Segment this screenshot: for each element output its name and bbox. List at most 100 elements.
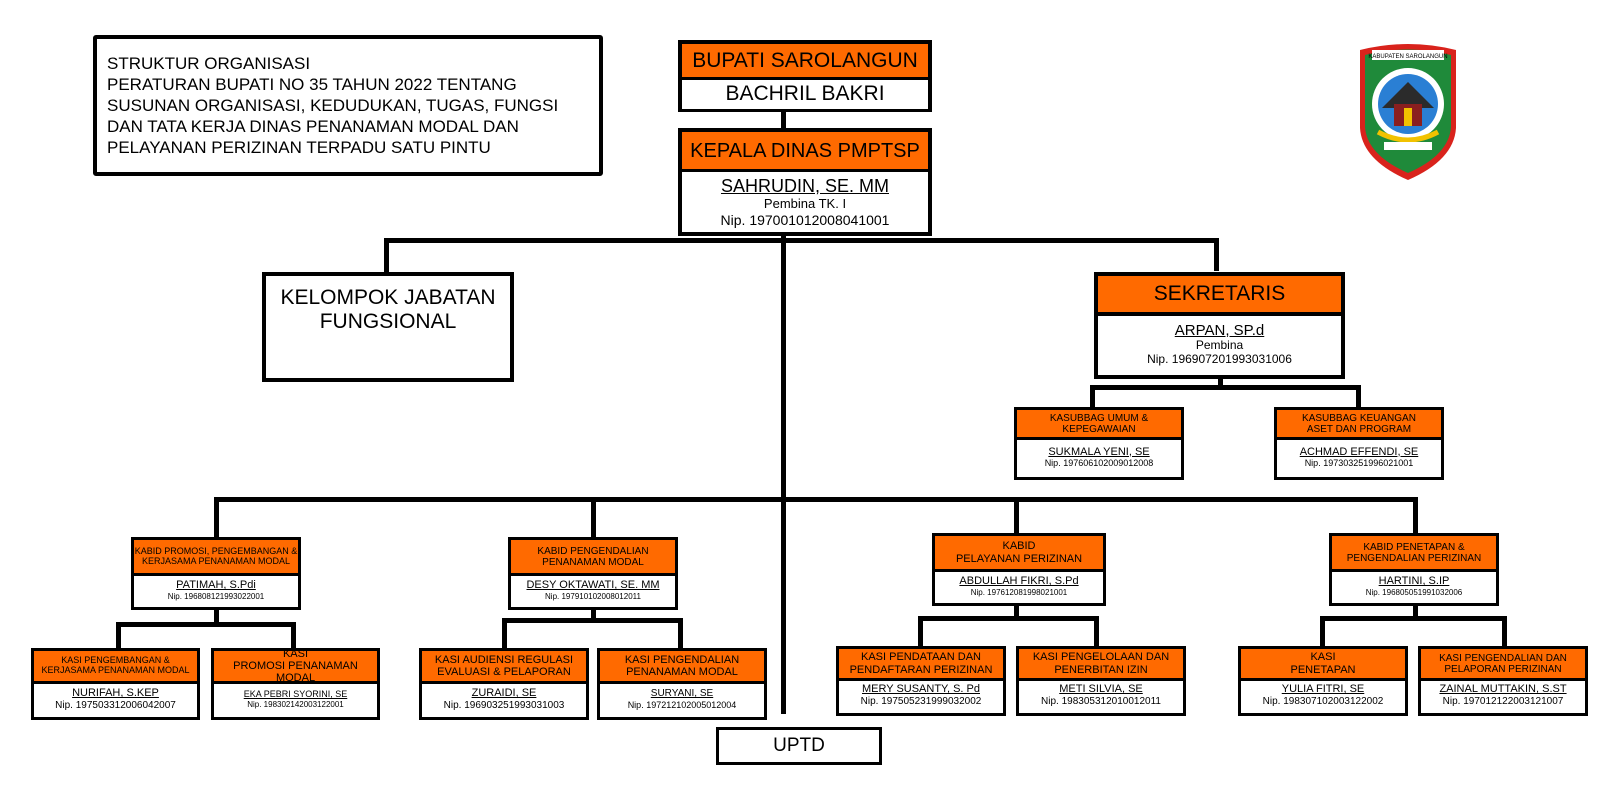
kasi-details: ZAINAL MUTTAKIN, S.ST Nip. 1970121220031… bbox=[1421, 681, 1585, 710]
kasubbag-details: SUKMALA YENI, SE Nip. 197606102009012008 bbox=[1017, 440, 1181, 474]
connector-bupati-kepala bbox=[781, 108, 786, 130]
kabid-title: KABID PENETAPAN & PENGENDALIAN PERIZINAN bbox=[1332, 536, 1496, 572]
kepala-rank: Pembina TK. I bbox=[763, 195, 847, 211]
bupati-name: BACHRIL BAKRI bbox=[682, 80, 928, 109]
kasi-title: KASI PENGEMBANGAN & KERJASAMA PENANAMAN … bbox=[34, 651, 197, 684]
kabid-details: ABDULLAH FIKRI, S.Pd Nip. 19761208199802… bbox=[935, 572, 1103, 600]
kasi-title-line: KASI AUDIENSI REGULASI bbox=[434, 653, 574, 666]
kasi-title-line: KASI bbox=[1310, 651, 1336, 664]
kasi-box: KASI AUDIENSI REGULASI EVALUASI & PELAPO… bbox=[419, 648, 589, 720]
uptd-box: UPTD bbox=[716, 727, 882, 765]
kasi-box: KASI PENGEMBANGAN & KERJASAMA PENANAMAN … bbox=[31, 648, 200, 720]
kabid-title-line: KERJASAMA PENANAMAN MODAL bbox=[141, 555, 291, 566]
kasi-details: ZURAIDI, SE Nip. 196903251993031003 bbox=[422, 684, 586, 714]
kasi-nip: Nip. 198305312010012011 bbox=[1041, 696, 1161, 708]
title-line: STRUKTUR ORGANISASI bbox=[107, 54, 311, 73]
kabid-title-line: KABID PENETAPAN & bbox=[1363, 541, 1465, 553]
kasi-title-line: KASI PENGENDALIAN DAN bbox=[1439, 652, 1567, 664]
connector-kasi-5-drop bbox=[918, 616, 923, 646]
kabid-box: KABID PENGENDALIAN PENANAMAN MODAL DESY … bbox=[508, 537, 678, 610]
connector-kasi-4-drop bbox=[678, 618, 683, 648]
kepala-title: KEPALA DINAS PMPTSP bbox=[682, 132, 928, 172]
title-line: PELAYANAN PERIZINAN TERPADU SATU PINTU bbox=[107, 138, 491, 157]
title-line: SUSUNAN ORGANISASI, KEDUDUKAN, TUGAS, FU… bbox=[107, 96, 559, 115]
kabid-title: KABID PELAYANAN PERIZINAN bbox=[935, 536, 1103, 572]
title-block: STRUKTUR ORGANISASI PERATURAN BUPATI NO … bbox=[93, 35, 603, 176]
kasi-nip: Nip. 198302142003122001 bbox=[247, 699, 344, 709]
connector-kasi-6-drop bbox=[1094, 616, 1099, 646]
kasi-details: EKA PEBRI SYORINI, SE Nip. 1983021420031… bbox=[214, 684, 377, 714]
kasi-box: KASI PROMOSI PENANAMAN MODAL EKA PEBRI S… bbox=[211, 648, 380, 720]
kasubbag-umum-box: KASUBBAG UMUM & KEPEGAWAIAN SUKMALA YENI… bbox=[1014, 407, 1184, 480]
kasi-nip: Nip. 198307102003122002 bbox=[1262, 696, 1384, 708]
connector-kasi-branch-2 bbox=[502, 618, 683, 623]
kasi-title: KASI PENDATAAN DAN PENDAFTARAN PERIZINAN bbox=[839, 649, 1003, 681]
kasi-name: EKA PEBRI SYORINI, SE bbox=[243, 689, 348, 700]
sekretaris-box: SEKRETARIS ARPAN, SP.d Pembina Nip. 1969… bbox=[1094, 272, 1345, 379]
bupati-box: BUPATI SAROLANGUN BACHRIL BAKRI bbox=[678, 40, 932, 112]
kabid-title-line: PENGENDALIAN PERIZINAN bbox=[1346, 552, 1482, 564]
connector-kabid-3-drop bbox=[1014, 497, 1019, 533]
kabid-box: KABID PROMOSI, PENGEMBANGAN & KERJASAMA … bbox=[131, 537, 301, 610]
kasi-title-line: KASI PENDATAAN DAN bbox=[860, 651, 981, 664]
connector-kasi-7-drop bbox=[1320, 616, 1325, 646]
kabid-title-line: PELAYANAN PERIZINAN bbox=[955, 552, 1083, 565]
kabid-nip: Nip. 197612081998021001 bbox=[970, 587, 1068, 597]
kabid-name: ABDULLAH FIKRI, S.Pd bbox=[959, 575, 1079, 588]
kabid-box: KABID PELAYANAN PERIZINAN ABDULLAH FIKRI… bbox=[932, 533, 1106, 606]
kasi-details: METI SILVIA, SE Nip. 198305312010012011 bbox=[1019, 681, 1183, 710]
kasi-nip: Nip. 197503312006042007 bbox=[55, 699, 176, 711]
kasi-nip: Nip. 196903251993031003 bbox=[443, 699, 565, 711]
connector-kasi-branch-4 bbox=[1320, 616, 1507, 621]
kabid-details: HARTINI, S.IP Nip. 196805051991032006 bbox=[1332, 572, 1496, 600]
kasi-name: YULIA FITRI, SE bbox=[1281, 683, 1365, 696]
kabid-title-line: KABID PROMOSI, PENGEMBANGAN & bbox=[134, 545, 298, 556]
kabid-title: KABID PROMOSI, PENGEMBANGAN & KERJASAMA … bbox=[134, 540, 298, 576]
kasubbag-nip: Nip. 197303251996021001 bbox=[1304, 458, 1414, 469]
kabid-title-line: KABID bbox=[1002, 540, 1036, 553]
kasi-title: KASI AUDIENSI REGULASI EVALUASI & PELAPO… bbox=[422, 651, 586, 684]
sekretaris-name: ARPAN, SP.d bbox=[1174, 321, 1265, 339]
kabid-title-line: KABID PENGENDALIAN bbox=[537, 545, 649, 557]
kasubbag-keuangan-box: KASUBBAG KEUANGAN ASET DAN PROGRAM ACHMA… bbox=[1274, 407, 1444, 480]
kasi-name: ZAINAL MUTTAKIN, S.ST bbox=[1439, 683, 1567, 696]
kasi-title-line: KASI PENGELOLAAN DAN bbox=[1032, 651, 1170, 664]
connector-kasubbag-2-drop bbox=[1356, 385, 1361, 407]
kasi-title: KASI PROMOSI PENANAMAN MODAL bbox=[214, 648, 377, 684]
kasi-nip: Nip. 197012122003121007 bbox=[1442, 696, 1564, 708]
kasubbag-title: KASUBBAG UMUM & KEPEGAWAIAN bbox=[1017, 410, 1181, 440]
sekretaris-nip: Nip. 196907201993031006 bbox=[1147, 351, 1292, 366]
kabid-name: PATIMAH, S.Pdi bbox=[176, 579, 256, 592]
kasubbag-title-line: KASUBBAG KEUANGAN bbox=[1302, 412, 1416, 424]
connector-kasi-3-drop bbox=[502, 618, 507, 648]
fungsional-box: KELOMPOK JABATAN FUNGSIONAL bbox=[262, 272, 514, 382]
kabid-nip: Nip. 196805051991032006 bbox=[1365, 587, 1463, 597]
connector-kasi-branch-3 bbox=[918, 616, 1099, 621]
connector-kabid-1-drop bbox=[214, 497, 219, 537]
kasi-title-line: PENETAPAN bbox=[1290, 663, 1356, 676]
kasi-title-line: PENDAFTARAN PERIZINAN bbox=[849, 663, 993, 676]
kasi-title-line: PENERBITAN IZIN bbox=[1054, 663, 1148, 676]
kasi-title-line: EVALUASI & PELAPORAN bbox=[437, 666, 571, 678]
kabid-nip: Nip. 196808121993022001 bbox=[167, 591, 265, 601]
kasubbag-details: ACHMAD EFFENDI, SE Nip. 1973032519960210… bbox=[1277, 440, 1441, 474]
kepala-details: SAHRUDIN, SE. MM Pembina TK. I Nip. 1970… bbox=[682, 172, 928, 232]
kasubbag-title-line: KASUBBAG UMUM & KEPEGAWAIAN bbox=[1049, 412, 1149, 435]
title-line: PERATURAN BUPATI NO 35 TAHUN 2022 TENTAN… bbox=[107, 75, 517, 94]
connector-kabid-4-down bbox=[1413, 602, 1418, 620]
kasi-title-line: PENANAMAN MODAL bbox=[626, 666, 738, 678]
fungsional-title-line2: FUNGSIONAL bbox=[319, 310, 457, 333]
kasi-box: KASI PENGELOLAAN DAN PENERBITAN IZIN MET… bbox=[1016, 646, 1186, 716]
title-line: DAN TATA KERJA DINAS PENANAMAN MODAL DAN bbox=[107, 117, 519, 136]
kasi-title-line: PELAPORAN PERIZINAN bbox=[1444, 663, 1562, 675]
sekretaris-details: ARPAN, SP.d Pembina Nip. 196907201993031… bbox=[1098, 316, 1341, 372]
connector-sekretaris-drop bbox=[1214, 238, 1219, 271]
kasi-title-line: KASI PENGEMBANGAN & bbox=[61, 655, 170, 666]
kasi-nip: Nip. 197505231999032002 bbox=[860, 696, 982, 708]
kabid-name: DESY OKTAWATI, SE. MM bbox=[526, 579, 660, 592]
kasi-details: SURYANI, SE Nip. 197212102005012004 bbox=[600, 684, 764, 714]
kabid-details: DESY OKTAWATI, SE. MM Nip. 1979101020080… bbox=[511, 576, 675, 604]
connector-kasi-8-drop bbox=[1502, 616, 1507, 646]
kepala-name: SAHRUDIN, SE. MM bbox=[720, 176, 889, 197]
kasi-box: KASI PENETAPAN YULIA FITRI, SE Nip. 1983… bbox=[1238, 646, 1408, 716]
